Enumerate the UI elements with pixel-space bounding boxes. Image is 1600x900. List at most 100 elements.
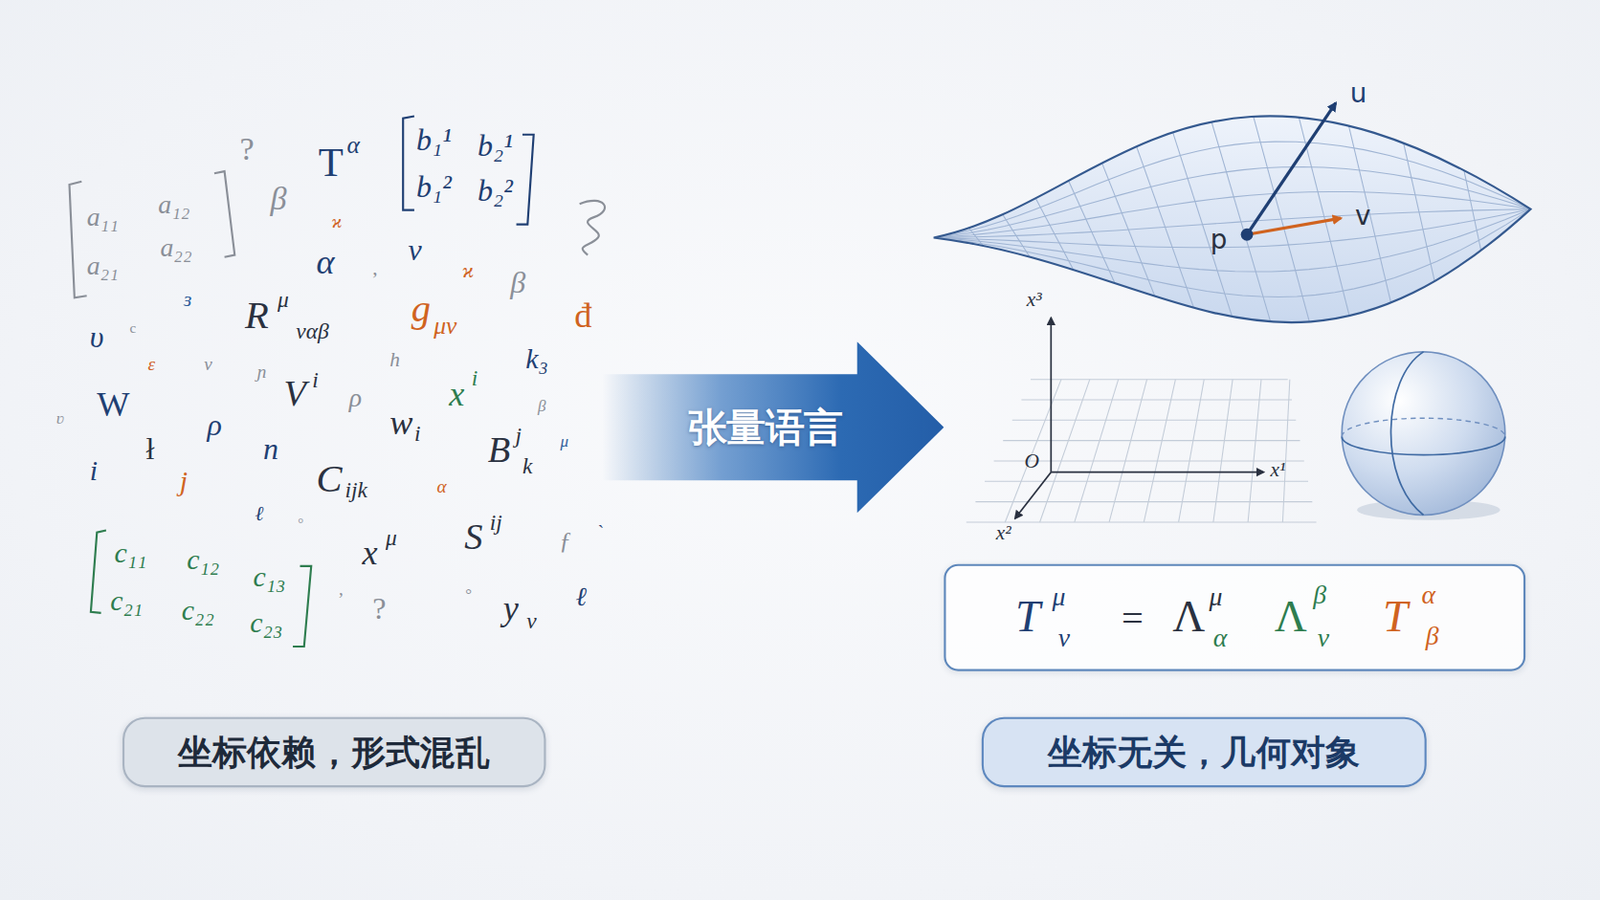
math-symbol: c₂₂ [181,597,215,626]
grid-line [1030,378,1289,380]
math-symbol: ρ [206,410,222,442]
sphere-equator-back [1341,418,1506,437]
math-symbol: a₁₁ [87,203,119,231]
math-symbol: μ [559,433,569,450]
curved-surface [933,115,1532,323]
math-symbol: υ [89,321,105,353]
grid-line [933,191,1532,238]
formula-symbol: = [1121,599,1144,639]
math-symbol: c₁₃ [252,563,286,593]
grid-line [1282,379,1289,523]
math-symbol: x [448,377,465,413]
math-symbol: W [96,387,130,423]
math-symbol: j [514,424,522,447]
math-symbol: ρ [349,385,362,413]
math-symbol: c₁₂ [186,545,220,575]
math-symbol: V [283,375,306,412]
math-symbol: ℓ [255,503,265,524]
math-symbol: ε [148,355,156,374]
math-symbol: ɲ [257,362,267,381]
grid-line [933,209,1532,272]
math-symbol: μ [277,288,289,312]
surface-edge [933,115,1532,323]
math-symbol: μν [433,312,457,338]
formula-symbol: β [1425,623,1440,651]
math-symbol: c₁₁ [113,538,147,568]
grid-line [933,209,1532,298]
math-symbol: ƒ [558,528,572,554]
math-symbol: ? [240,133,255,166]
axis-label: x³ [1026,288,1043,310]
math-symbol: ʋ [56,410,65,427]
math-symbol: b₁² [416,171,452,202]
math-symbol: ν [203,355,213,374]
math-symbol: ` [598,522,604,541]
math-symbol: ° [465,586,472,603]
vector-u [1246,103,1336,236]
grid-line [984,481,1309,483]
matrix-brackets [69,116,534,647]
math-symbol: c₂₃ [249,609,283,639]
formula-symbol: μ [1209,584,1223,612]
grid-line [1143,379,1176,523]
math-symbol: ł [145,433,155,465]
caption-pill: 坐标无关，几何对象 [981,716,1427,788]
squiggle [579,200,605,256]
axis-label: x¹ [1270,459,1287,480]
math-symbol: , [338,579,344,599]
surface-grid [933,116,1532,323]
math-symbol: a₂₁ [87,252,119,280]
grid-line [966,521,1317,523]
grid-line [1074,379,1119,523]
math-symbol: ℓ [575,584,587,612]
formula-symbol: Λ [1274,595,1308,641]
formula-symbol: ν [1317,625,1330,653]
math-symbol: ɜ [183,288,192,310]
math-symbol: i [89,457,98,487]
grid-line [1012,420,1296,422]
axis-label: x² [996,522,1012,543]
math-symbol: n [263,433,279,465]
math-symbol: h [389,349,400,370]
math-symbol: , [372,257,378,278]
grid-line [1247,379,1262,523]
math-symbol: S [464,518,483,556]
plane-grid [966,379,1317,523]
axis [1049,318,1052,473]
axis [1015,472,1051,519]
drawing-part [69,181,88,299]
math-symbol: R [244,295,269,335]
axis-label: u [1350,79,1368,107]
grid-line [1109,379,1147,523]
arrow-label: 张量语言 [688,408,844,448]
formula-symbol: T [1382,595,1408,641]
arrow-body [601,341,944,513]
math-symbol: i [311,369,319,392]
point-p [1241,228,1254,242]
caption-text: 坐标依赖，形式混乱 [177,734,490,770]
math-symbol: ν [526,610,536,633]
math-symbol: B [488,431,511,468]
axis [1050,471,1264,474]
grid-line [1213,379,1233,523]
math-symbol: T [318,142,344,184]
drawing-part [214,171,235,258]
caption-pill: 坐标依赖，形式混乱 [121,716,546,788]
drawing-part [516,134,534,225]
math-symbol: ijk [344,479,367,502]
math-symbol: C [316,459,343,499]
formula-symbol: Λ [1172,595,1205,641]
grid-line [1004,379,1062,523]
caption-text: 坐标无关，几何对象 [1047,734,1360,770]
grid-line [994,460,1305,462]
math-symbol: ϰ [332,212,343,231]
math-symbol: ° [297,517,304,533]
math-symbol: α [436,477,446,496]
sphere [1341,352,1506,516]
math-symbol: ij [489,511,503,534]
grid-line [1178,379,1205,523]
math-symbol: β [270,181,288,215]
math-symbol: μ [385,527,398,550]
math-symbol: đ [574,298,592,334]
math-symbol: α [316,244,335,280]
